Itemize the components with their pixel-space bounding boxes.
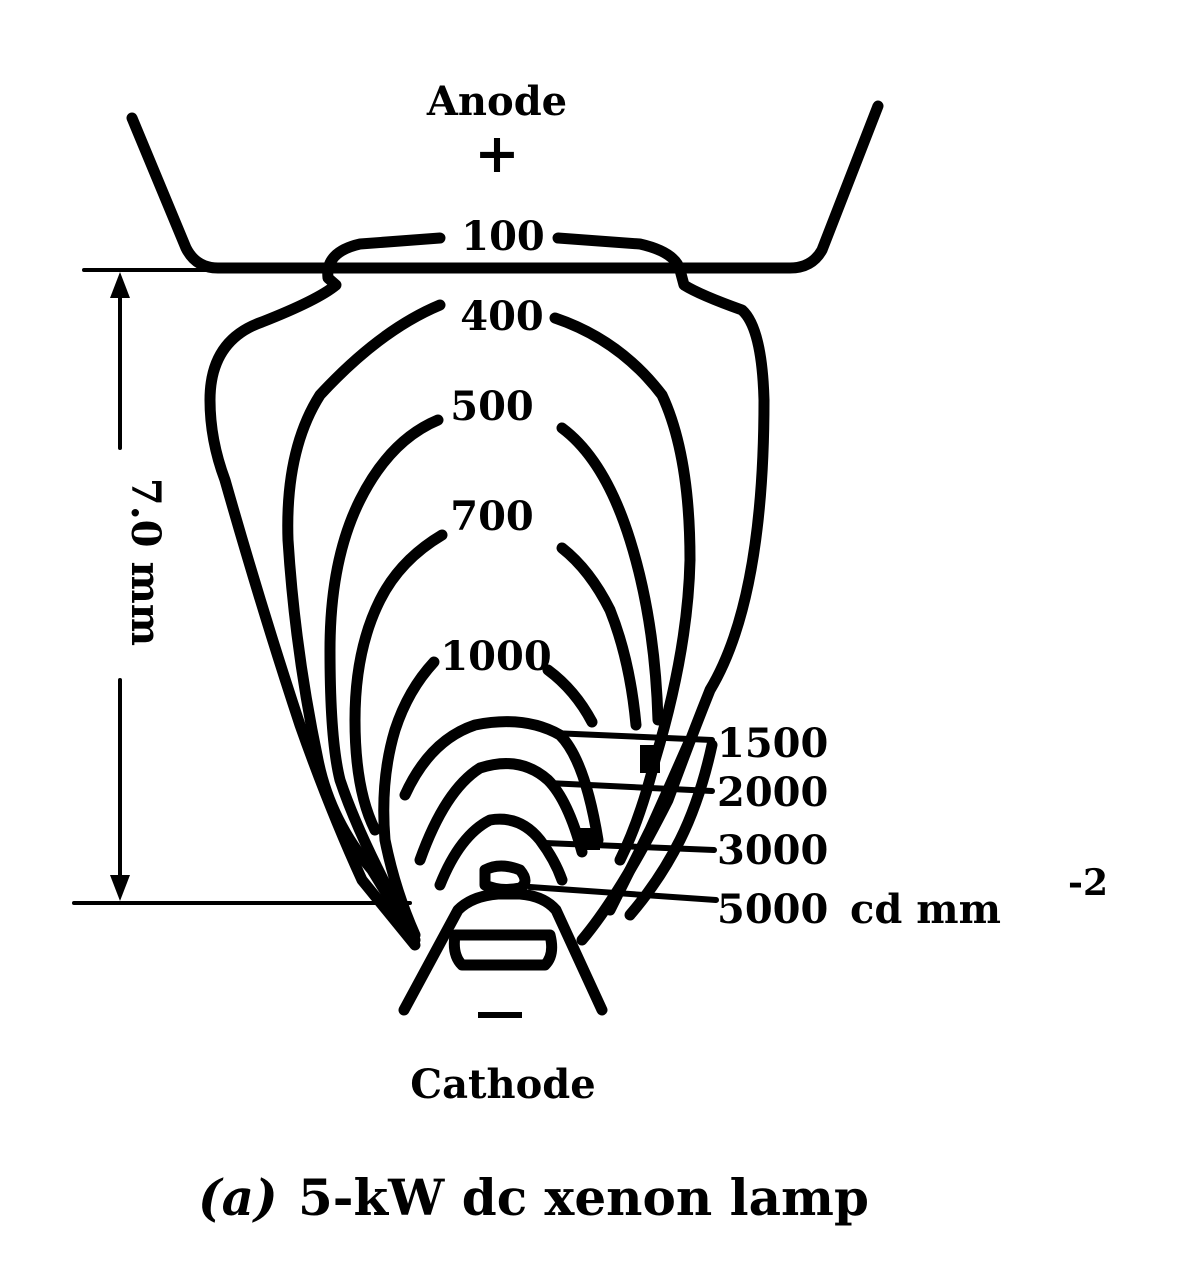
contour-2000 xyxy=(414,758,588,866)
contour-400 xyxy=(282,299,696,946)
contour-700 xyxy=(349,529,642,836)
contour-label-400: 400 xyxy=(460,293,544,340)
caption-prefix: (a) xyxy=(198,1168,278,1227)
contour-1500 xyxy=(399,716,604,846)
side-label-1500: 1500 xyxy=(717,720,828,767)
unit-exponent: -2 xyxy=(1068,862,1108,904)
cathode-electrode xyxy=(398,888,608,1018)
contour-5000 xyxy=(479,860,531,895)
contour-500 xyxy=(324,414,664,936)
contour-1000 xyxy=(378,656,598,941)
dimension-arrow xyxy=(110,272,130,901)
contour-label-1000: 1000 xyxy=(440,633,551,680)
caption: 5-kW dc xenon lamp xyxy=(298,1168,869,1227)
side-label-3000: 3000 xyxy=(717,827,828,874)
contour-label-700: 700 xyxy=(450,493,534,540)
contour-3000 xyxy=(434,813,568,891)
anode-sign: + xyxy=(474,121,519,185)
leader-lines xyxy=(527,730,719,903)
contour-label-500: 500 xyxy=(450,383,534,430)
contour-label-100: 100 xyxy=(461,213,545,260)
cathode-label: Cathode xyxy=(410,1061,595,1108)
side-label-2000: 2000 xyxy=(717,769,828,816)
dimension-label: 7.0 mm xyxy=(122,478,169,646)
cathode-sign: – xyxy=(490,993,510,1040)
anode-label: Anode xyxy=(426,78,567,125)
side-label-5000: 5000 xyxy=(717,886,828,933)
unit-label: cd mm xyxy=(850,886,1001,933)
